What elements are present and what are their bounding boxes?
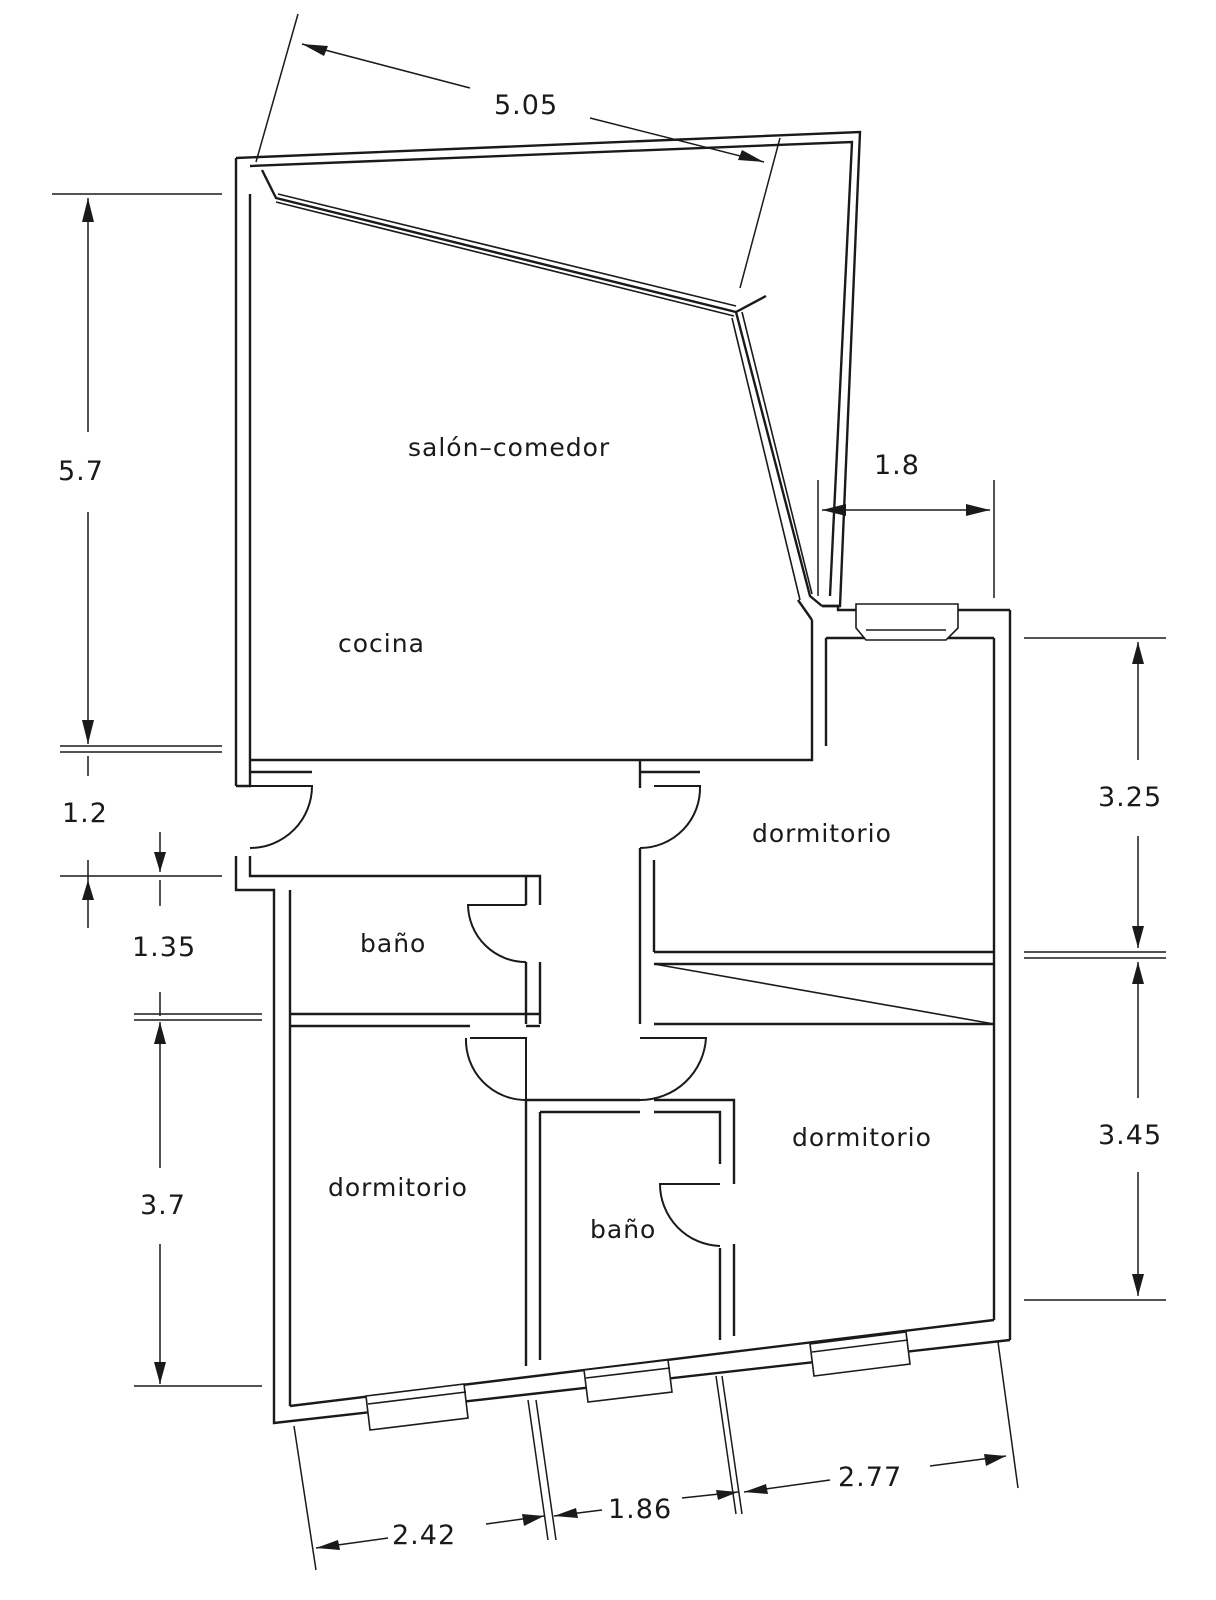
window-terrace xyxy=(855,603,959,641)
label-bano-2: baño xyxy=(590,1215,656,1244)
dim-left-low: 3.7 xyxy=(140,1190,186,1221)
windows xyxy=(365,603,959,1431)
door-dormitorio-1 xyxy=(639,785,702,849)
doors xyxy=(249,785,721,1247)
dim-right-lower: 3.45 xyxy=(1098,1120,1162,1151)
living-window-walls xyxy=(260,169,823,621)
label-dormitorio-3: dormitorio xyxy=(792,1123,932,1152)
door-cocina xyxy=(249,785,314,849)
label-dormitorio-2: dormitorio xyxy=(328,1173,468,1202)
window-dormitorio-2 xyxy=(365,1383,469,1431)
room-labels: salón–comedor cocina dormitorio baño dor… xyxy=(328,433,932,1244)
door-bano-2 xyxy=(658,1183,721,1247)
interior-walls xyxy=(250,760,995,1366)
dimension-lines xyxy=(52,13,1166,1571)
dim-top: 5.05 xyxy=(494,90,558,121)
label-bano-1: baño xyxy=(360,929,426,958)
window-bano-2 xyxy=(583,1359,673,1403)
dim-left-bath: 1.35 xyxy=(132,932,196,963)
dim-left-tall: 5.7 xyxy=(58,456,104,487)
window-dormitorio-3 xyxy=(809,1331,911,1377)
door-dormitorio-3 xyxy=(639,1037,708,1102)
door-bano-1 xyxy=(466,904,527,963)
dim-bottom-right: 2.77 xyxy=(838,1462,902,1493)
dim-right-upper: 3.25 xyxy=(1098,782,1162,813)
dim-terrace: 1.8 xyxy=(874,450,920,481)
door-dormitorio-2 xyxy=(464,1037,527,1102)
label-dormitorio-1: dormitorio xyxy=(752,819,892,848)
dim-left-small: 1.2 xyxy=(62,798,108,829)
dimension-labels: 5.05 5.7 1.2 1.35 3.7 1.8 3.25 3.45 2.42… xyxy=(58,90,1162,1551)
label-cocina: cocina xyxy=(338,629,425,658)
dim-bottom-left: 2.42 xyxy=(392,1520,456,1551)
dim-bottom-mid: 1.86 xyxy=(608,1494,672,1525)
label-salon-comedor: salón–comedor xyxy=(408,433,610,462)
